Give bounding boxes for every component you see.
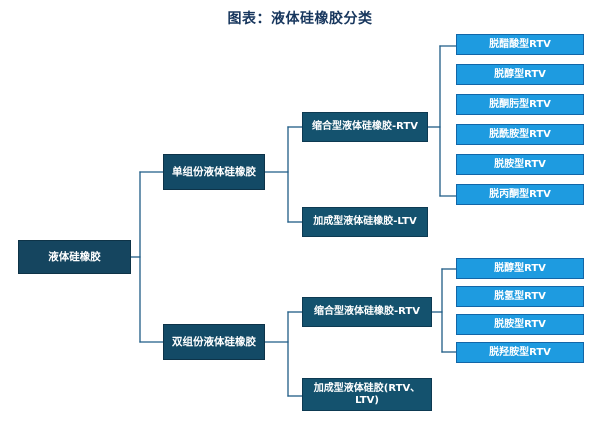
node-single-component[interactable]: 单组份液体硅橡胶 bbox=[163, 154, 265, 190]
node-single-condensation-rtv[interactable]: 缩合型液体硅橡胶-RTV bbox=[302, 112, 428, 142]
page-title: 图表：液体硅橡胶分类 bbox=[227, 11, 373, 27]
node-single-addition-ltv[interactable]: 加成型液体硅橡胶-LTV bbox=[302, 207, 428, 237]
leaf-bottom-3[interactable]: 脱胺型RTV bbox=[456, 314, 584, 335]
leaf-top-2[interactable]: 脱醇型RTV bbox=[456, 64, 584, 85]
leaf-top-1[interactable]: 脱醋酸型RTV bbox=[456, 34, 584, 55]
leaf-top-4[interactable]: 脱酰胺型RTV bbox=[456, 124, 584, 145]
leaf-top-3[interactable]: 脱酮肟型RTV bbox=[456, 94, 584, 115]
node-root[interactable]: 液体硅橡胶 bbox=[18, 240, 131, 274]
leaf-bottom-1[interactable]: 脱醇型RTV bbox=[456, 258, 584, 279]
node-dual-condensation-rtv[interactable]: 缩合型液体硅橡胶-RTV bbox=[302, 297, 432, 327]
leaf-bottom-2[interactable]: 脱氢型RTV bbox=[456, 286, 584, 307]
leaf-top-5[interactable]: 脱胺型RTV bbox=[456, 154, 584, 175]
leaf-bottom-4[interactable]: 脱羟胺型RTV bbox=[456, 342, 584, 363]
node-dual-addition-rtv-ltv[interactable]: 加成型液体硅胶(RTV、LTV) bbox=[302, 378, 432, 411]
leaf-top-6[interactable]: 脱丙酮型RTV bbox=[456, 184, 584, 205]
node-dual-component[interactable]: 双组份液体硅橡胶 bbox=[163, 324, 265, 360]
